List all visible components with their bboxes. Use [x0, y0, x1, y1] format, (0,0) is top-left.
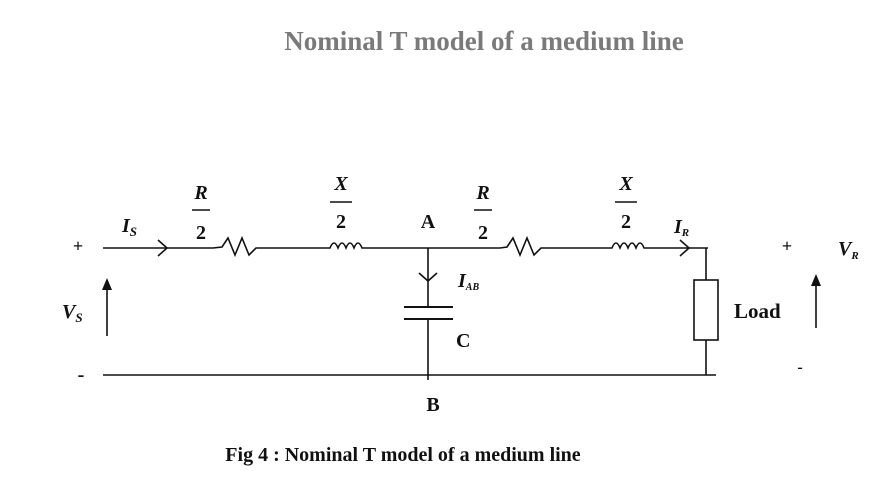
ir-label: IR	[673, 216, 689, 239]
plus-left: +	[73, 236, 83, 256]
node-b-label: B	[426, 394, 439, 416]
is-label: IS	[121, 215, 137, 239]
svg-text:2: 2	[336, 211, 346, 233]
shunt-capacitor	[404, 248, 453, 380]
vr-arrow-icon	[811, 274, 821, 328]
svg-text:R: R	[475, 182, 489, 204]
svg-text:X: X	[333, 173, 348, 195]
x-half-label-1: X 2	[330, 173, 352, 233]
r-half-label-1: R 2	[192, 182, 210, 244]
ir-arrow-icon	[679, 239, 691, 257]
plus-right: +	[782, 236, 792, 256]
vs-arrow-icon	[102, 278, 112, 336]
diagram-title: Nominal T model of a medium line	[284, 26, 684, 56]
iab-label: IAB	[457, 270, 479, 293]
svg-text:R: R	[193, 182, 207, 204]
node-a-label: A	[421, 211, 436, 233]
r-half-label-2: R 2	[474, 182, 492, 244]
figure-caption: Fig 4 : Nominal T model of a medium line	[225, 444, 581, 466]
minus-left: -	[78, 364, 85, 386]
is-arrow-icon	[157, 239, 169, 257]
svg-text:2: 2	[196, 222, 206, 244]
vr-label: VR	[838, 238, 859, 262]
load-label: Load	[734, 299, 781, 323]
svg-text:X: X	[618, 173, 633, 195]
svg-text:2: 2	[478, 222, 488, 244]
minus-right: -	[797, 359, 802, 376]
svg-text:2: 2	[621, 211, 631, 233]
top-wire	[103, 235, 708, 258]
load-impedance	[693, 248, 719, 375]
capacitor-label: C	[456, 330, 470, 352]
x-half-label-2: X 2	[615, 173, 637, 233]
vs-label: VS	[62, 301, 83, 325]
